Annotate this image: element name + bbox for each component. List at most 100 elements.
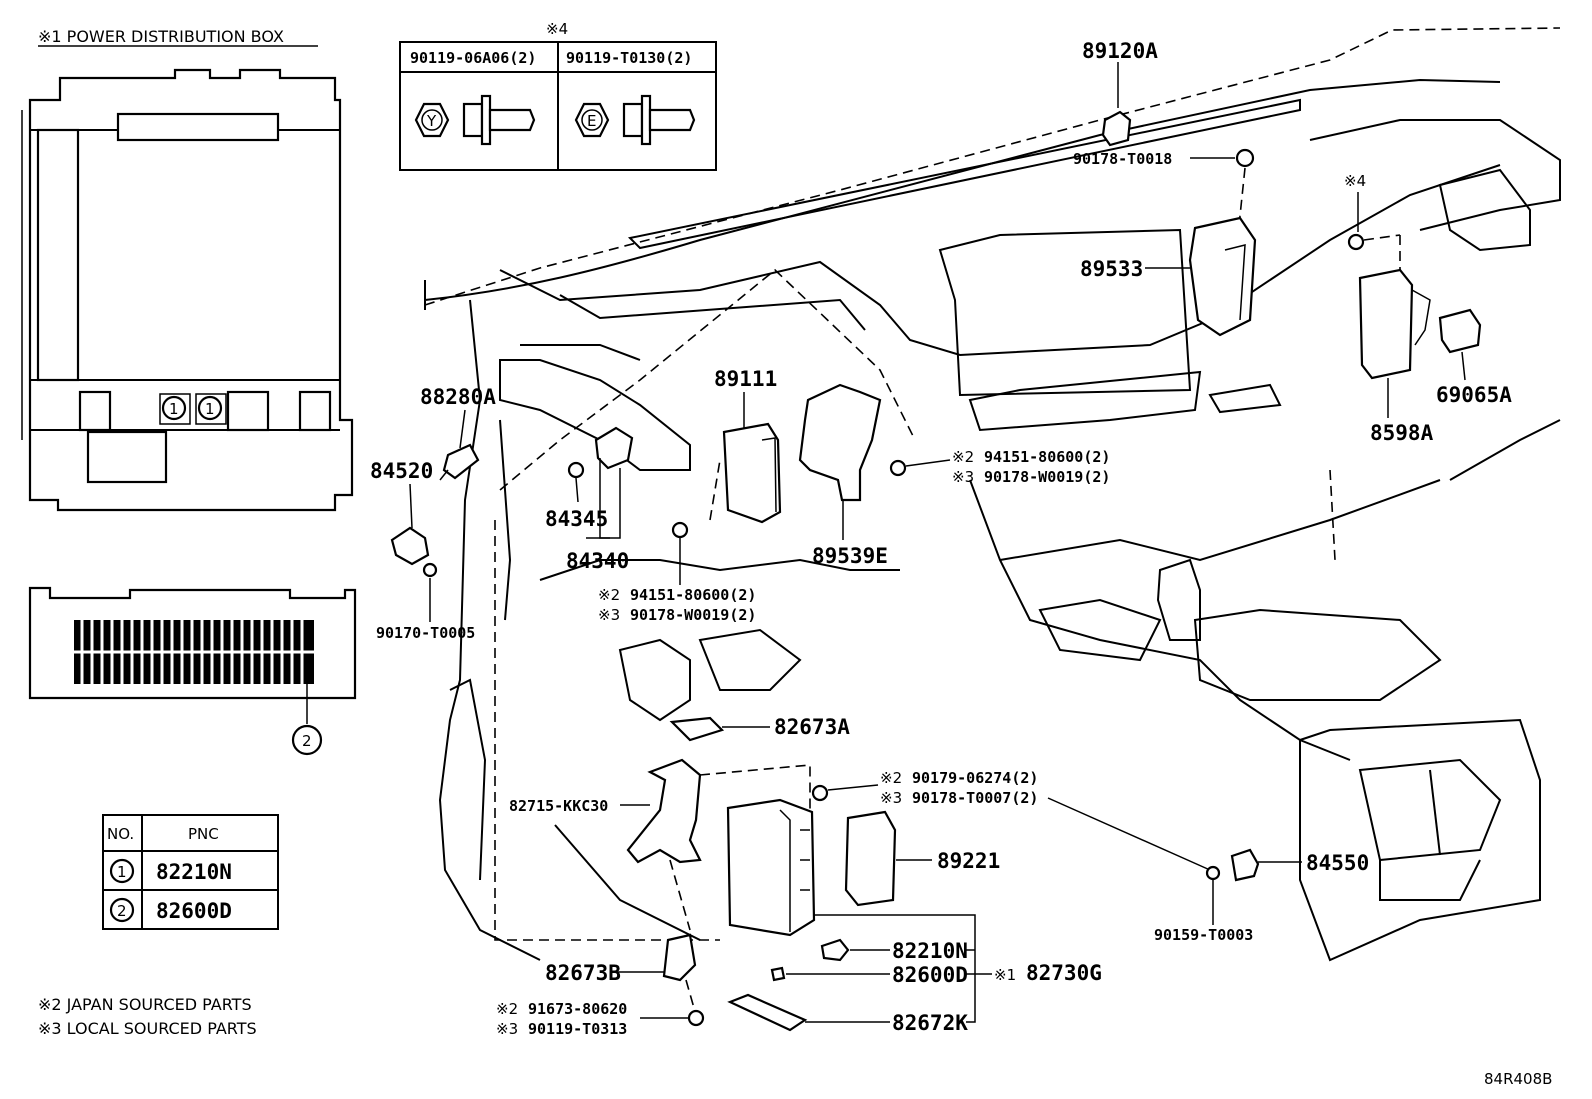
- part-82673B[interactable]: [662, 933, 697, 982]
- part-82672K[interactable]: [727, 993, 808, 1032]
- note-mark: ※2: [952, 448, 974, 466]
- ref-circle-1-text: 1: [169, 400, 179, 418]
- dashboard-outline: [424, 27, 1561, 962]
- cluster-hood: [559, 294, 866, 331]
- label-90178-T0007[interactable]: 90178-T0007(2): [912, 789, 1038, 807]
- lower-dash-boundary: [494, 520, 720, 941]
- part-69065A[interactable]: [1438, 308, 1482, 354]
- ref-circle-1: [161, 395, 187, 421]
- label-89120A[interactable]: 89120A: [1082, 39, 1158, 63]
- clip-icon[interactable]: [889, 459, 907, 477]
- note-mark: ※3: [880, 789, 902, 807]
- label-82715-KKC30[interactable]: 82715-KKC30: [509, 797, 608, 815]
- bolt-side-icon: [480, 94, 492, 146]
- clip-icon[interactable]: [671, 521, 689, 539]
- part-82210N[interactable]: [820, 938, 850, 962]
- part-84520[interactable]: [390, 526, 430, 566]
- pnc-row-circle: [109, 858, 135, 884]
- part-82715-KKC30[interactable]: [626, 758, 702, 864]
- part-84345[interactable]: [567, 461, 585, 479]
- console-tray: [1038, 598, 1162, 662]
- part-82600D[interactable]: [770, 966, 786, 982]
- label-69065A[interactable]: 69065A: [1436, 383, 1512, 407]
- label-84345[interactable]: 84345: [545, 507, 608, 531]
- label-90119-T0313[interactable]: 90119-T0313: [528, 1020, 627, 1038]
- label-82210N[interactable]: 82210N: [892, 939, 968, 963]
- part-84340[interactable]: [594, 426, 634, 470]
- label-89111[interactable]: 89111: [714, 367, 777, 391]
- bolt-mark-y: Y: [426, 112, 437, 130]
- label-89533[interactable]: 89533: [1080, 257, 1143, 281]
- part-90178-T0018[interactable]: [1235, 148, 1255, 168]
- relay-slot: [195, 393, 227, 425]
- part-88280A-pin: [439, 469, 449, 481]
- part-88280A[interactable]: [442, 443, 480, 480]
- note4-col2: 90119-T0130(2): [566, 49, 692, 67]
- pnc-row-circle: [109, 897, 135, 923]
- label-84340[interactable]: 84340: [566, 549, 629, 573]
- label-8598A[interactable]: 8598A: [1370, 421, 1434, 445]
- bolt-side-icon: [462, 102, 484, 138]
- right-vent: [1438, 168, 1531, 252]
- part-8598A[interactable]: [1358, 268, 1414, 380]
- console-guide: [1329, 469, 1336, 561]
- footnote-japan: ※2 JAPAN SOURCED PARTS: [38, 995, 252, 1014]
- pnc-table: NO. PNC 1 82210N 2 82600D: [102, 814, 279, 930]
- leader-bracket: [815, 914, 992, 1023]
- label-90178-W0019-right[interactable]: 90178-W0019(2): [984, 468, 1110, 486]
- bolt-head-icon: [581, 109, 603, 131]
- label-90178-T0018[interactable]: 90178-T0018: [1073, 150, 1172, 168]
- part-82673A[interactable]: [669, 716, 725, 742]
- label-82672K[interactable]: 82672K: [892, 1011, 968, 1035]
- screw-icon[interactable]: [1347, 233, 1365, 251]
- left-vent-slat: [520, 344, 641, 361]
- part-89111[interactable]: [722, 422, 782, 524]
- label-91673-80620[interactable]: 91673-80620: [528, 1000, 627, 1018]
- part-90170-T0005[interactable]: [422, 562, 438, 578]
- power-box-connector: [298, 390, 332, 432]
- leader-line: [827, 784, 879, 791]
- label-89221[interactable]: 89221: [937, 849, 1000, 873]
- label-90178-W0019-mid[interactable]: 90178-W0019(2): [630, 606, 756, 624]
- label-90159-T0003[interactable]: 90159-T0003: [1154, 926, 1253, 944]
- part-89539E[interactable]: [798, 383, 882, 502]
- label-84520[interactable]: 84520: [370, 459, 433, 483]
- note-mark: ※1: [994, 966, 1016, 984]
- bolt-head-icon: [414, 102, 450, 138]
- screw-icon[interactable]: [687, 1009, 705, 1027]
- label-82673A[interactable]: 82673A: [774, 715, 850, 739]
- power-box-side-panel: [36, 128, 80, 382]
- console-top-edge: [999, 479, 1441, 562]
- part-82730G[interactable]: [726, 798, 816, 937]
- label-90170-T0005[interactable]: 90170-T0005: [376, 624, 475, 642]
- part-89533[interactable]: [1188, 216, 1257, 337]
- lower-panel: [698, 628, 802, 691]
- armrest: [1193, 608, 1442, 701]
- pnc-head-pnc: PNC: [188, 825, 219, 843]
- note4-right-mark: ※4: [1344, 172, 1366, 190]
- bolt-mark-e: E: [587, 112, 596, 130]
- dash-guide: [709, 459, 721, 521]
- label-94151-80600-right[interactable]: 94151-80600(2): [984, 448, 1110, 466]
- footnote-local: ※3 LOCAL SOURCED PARTS: [38, 1019, 257, 1038]
- label-89539E[interactable]: 89539E: [812, 544, 888, 568]
- part-89533-detail: [1224, 244, 1246, 321]
- clip-icon[interactable]: [811, 784, 829, 802]
- part-89120A[interactable]: [1101, 110, 1132, 147]
- pnc-row-no: 2: [117, 902, 127, 920]
- label-90179-06274[interactable]: 90179-06274(2): [912, 769, 1038, 787]
- dash-guide: [669, 859, 691, 931]
- label-82600D[interactable]: 82600D: [892, 963, 968, 987]
- leader-line: [1047, 797, 1211, 871]
- label-82730G[interactable]: 82730G: [1026, 961, 1102, 985]
- part-84550[interactable]: [1230, 848, 1260, 882]
- leader-line: [905, 459, 951, 467]
- label-82673B[interactable]: 82673B: [545, 961, 621, 985]
- label-94151-80600-mid[interactable]: 94151-80600(2): [630, 586, 756, 604]
- power-box-connector: [226, 390, 270, 432]
- label-88280A[interactable]: 88280A: [420, 385, 496, 409]
- label-84550[interactable]: 84550: [1306, 851, 1369, 875]
- screw-icon[interactable]: [1205, 865, 1221, 881]
- part-89221[interactable]: [844, 810, 897, 907]
- power-distribution-box-section: ※1 POWER DISTRIBUTION BOX 1 1: [21, 27, 357, 756]
